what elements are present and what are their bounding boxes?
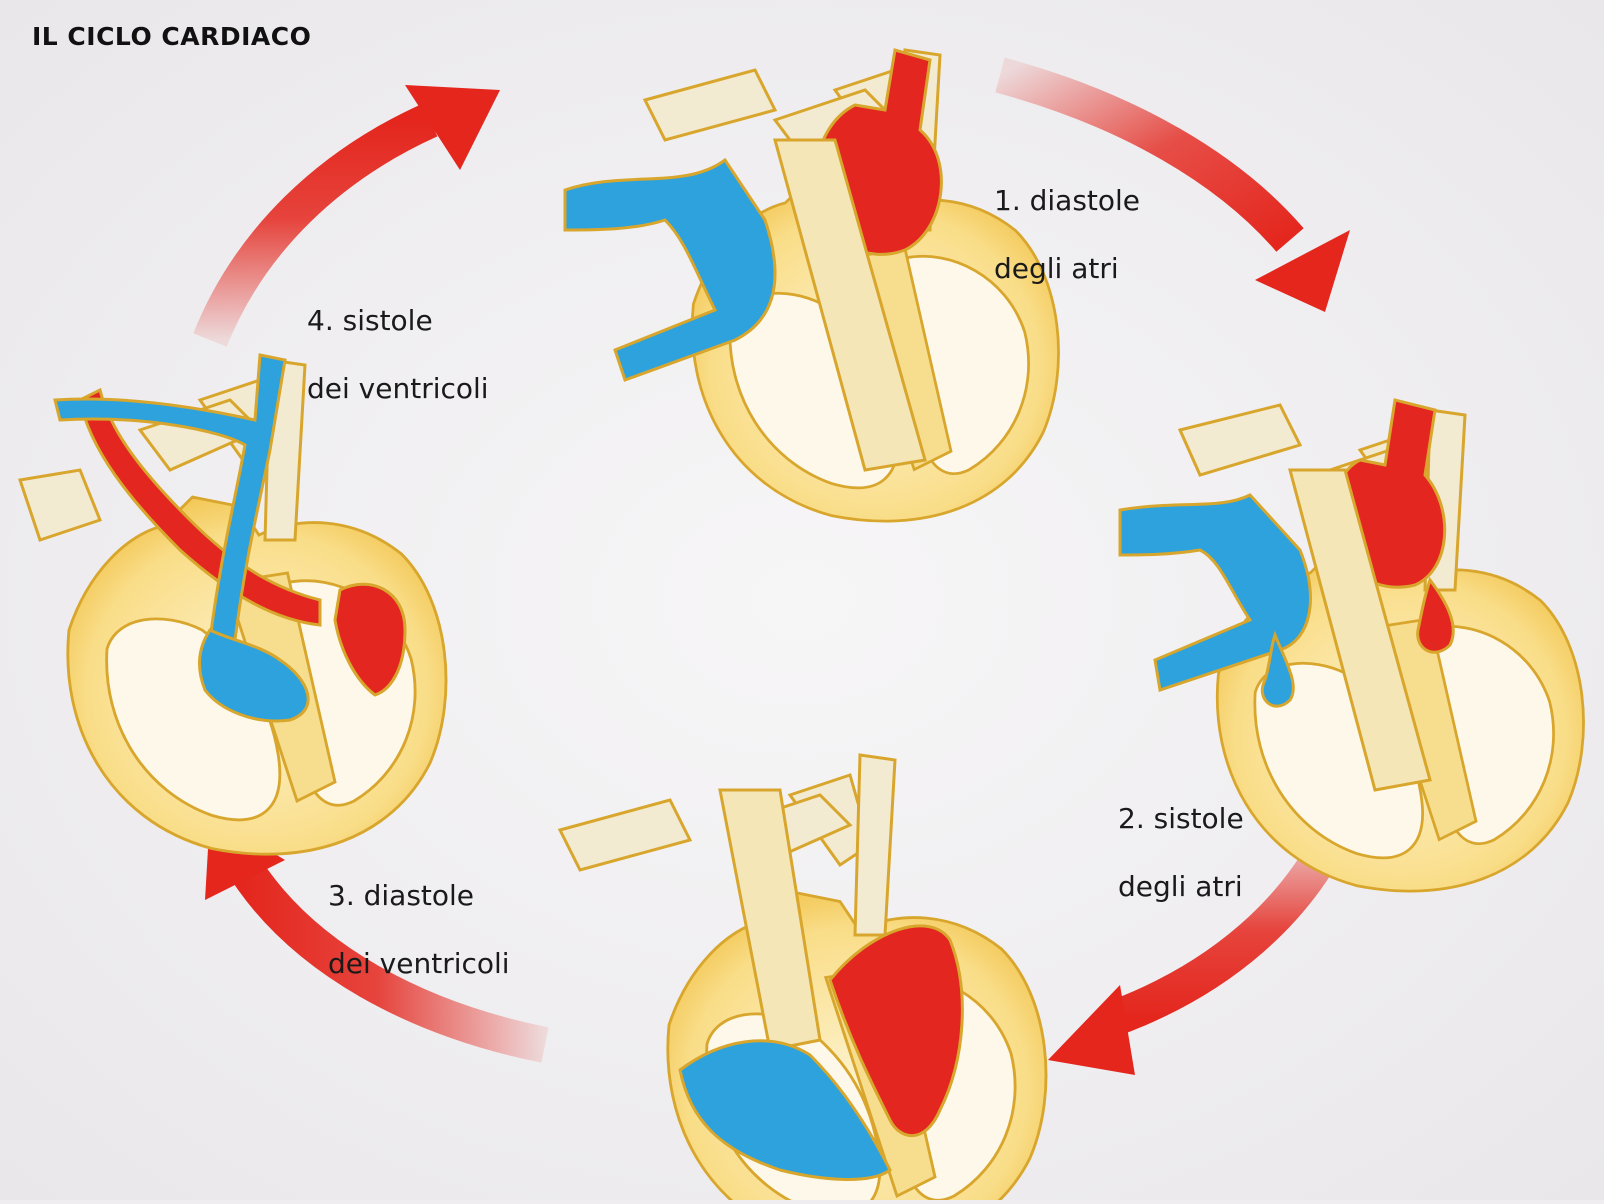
stage-3-line1: 3. diastole [328,879,510,913]
stage-3-line2: dei ventricoli [328,947,510,981]
stage-2-line1: 2. sistole [1118,802,1244,836]
stage-1-line2: degli atri [994,252,1140,286]
stage-1-line1: 1. diastole [994,184,1140,218]
stage-3-label: 3. diastole dei ventricoli [328,845,510,1015]
stage-2-line2: degli atri [1118,870,1244,904]
stage-4-line2: dei ventricoli [307,372,489,406]
stage-4-line1: 4. sistole [307,304,489,338]
diagram-title: IL CICLO CARDIACO [32,22,311,51]
stage-1-label: 1. diastole degli atri [994,150,1140,320]
stage-4-label: 4. sistole dei ventricoli [307,270,489,440]
stage-2-label: 2. sistole degli atri [1118,768,1244,938]
